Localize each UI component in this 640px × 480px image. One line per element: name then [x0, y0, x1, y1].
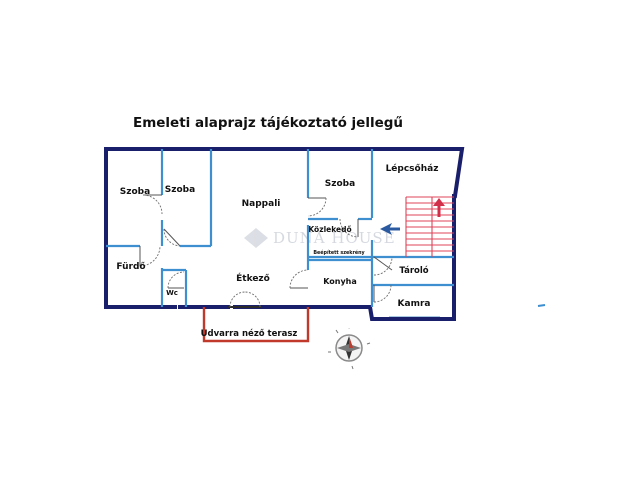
room-label-terasz: Udvarra néző terasz [201, 328, 298, 339]
compass-icon: · [328, 326, 371, 370]
watermark: DUNA HOUSE [244, 228, 396, 248]
room-label-furdo: Fürdő [116, 262, 145, 272]
room-label-kamra: Kamra [398, 299, 431, 309]
stairs-up-arrow-icon [433, 198, 445, 217]
room-label-szoba-2: Szoba [165, 185, 195, 195]
room-label-szoba-1: Szoba [120, 187, 150, 197]
room-labels: Szoba Szoba Nappali Szoba Lépcsőház Közl… [116, 163, 438, 339]
svg-text:·: · [348, 326, 350, 332]
watermark-text: DUNA HOUSE [273, 229, 396, 247]
door-swings [139, 194, 393, 308]
room-label-beepitett-szekreny: Beépített szekrény [313, 249, 365, 256]
edge-mark [537, 304, 546, 307]
room-label-tarolo: Tároló [399, 265, 428, 276]
room-label-nappali: Nappali [242, 199, 281, 209]
room-label-konyha: Konyha [323, 277, 357, 286]
room-label-kozlekedo: Közlekedő [308, 225, 351, 234]
interior-walls [106, 149, 454, 307]
plan-title: Emeleti alaprajz tájékoztató jellegű [133, 115, 403, 131]
room-label-szoba-3: Szoba [325, 179, 355, 189]
watermark-logo-icon [244, 228, 268, 248]
staircase [405, 196, 454, 257]
room-label-lepcsohaz: Lépcsőház [386, 163, 439, 174]
entry-arrow-icon [380, 223, 400, 235]
room-label-etkezo: Étkező [236, 272, 270, 284]
room-label-wc: Wc [166, 289, 178, 297]
terrace-outline [202, 307, 310, 343]
